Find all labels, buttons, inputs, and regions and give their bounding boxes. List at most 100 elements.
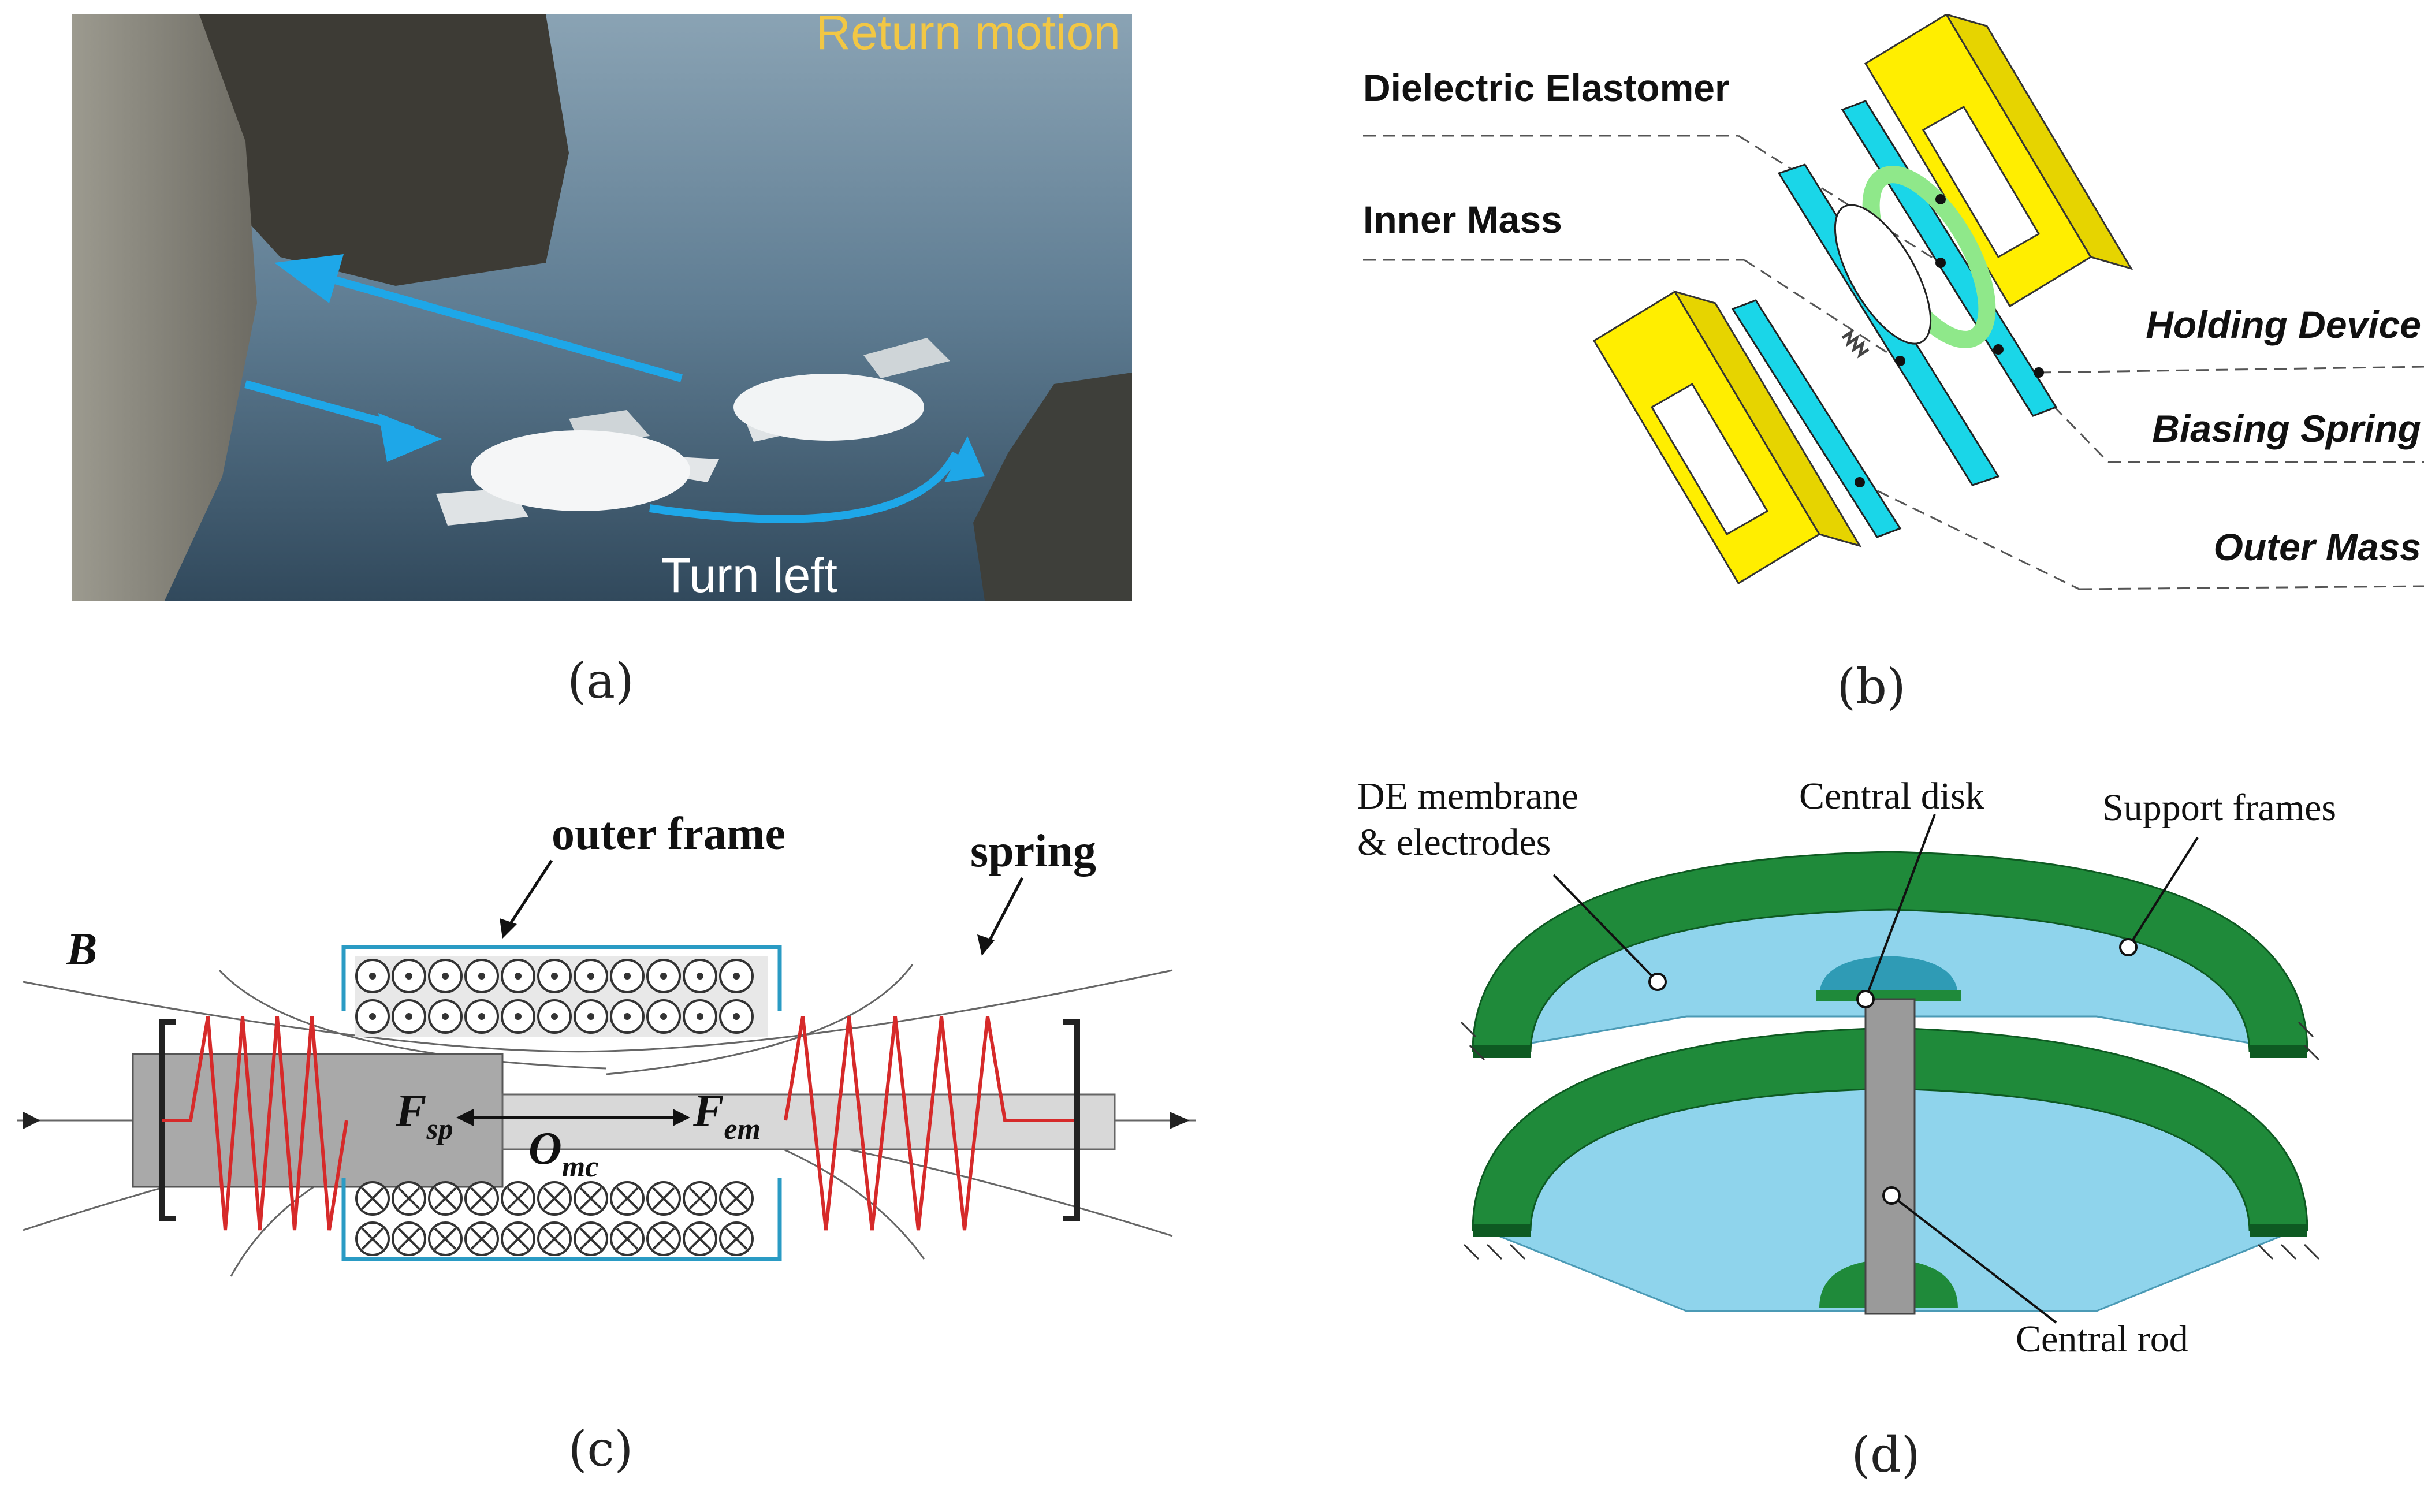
coil-cross (652, 1187, 675, 1210)
label-dielectric-elastomer: Dielectric Elastomer (1363, 66, 1730, 109)
coil-cross (397, 1187, 420, 1210)
bracket-right (1063, 1019, 1080, 1221)
coil-cross (725, 1187, 748, 1210)
panel-a-scene: Return motion Turn left (72, 14, 1132, 601)
caption-d: (d) (1851, 1427, 1920, 1483)
panel-b-exploded-view: Dielectric Elastomer Inner Mass Holding … (1363, 14, 2424, 590)
label-holding-device: Holding Device (2146, 303, 2421, 346)
coil-cross (543, 1187, 566, 1210)
coil-cross (688, 1187, 712, 1210)
coil-cross (361, 1227, 384, 1250)
robot-fish-front (436, 410, 719, 526)
label-outer-frame: outer frame (552, 809, 785, 859)
coil-dot (660, 1013, 667, 1020)
coil-dot (733, 1013, 740, 1020)
axis-arrow-right (1170, 1112, 1190, 1129)
base-plate-left-bottom (1473, 1224, 1531, 1237)
panel-a-photo: Return motion Turn left (72, 14, 1132, 601)
spring-left (162, 1016, 348, 1231)
coil-dot (478, 973, 485, 980)
ground-hatching (1460, 1021, 2320, 1260)
coil-cross (470, 1187, 493, 1210)
label-turn-left: Turn left (661, 548, 837, 601)
coil-dot (551, 1013, 558, 1020)
arrow-head-return (274, 254, 344, 303)
coil-dot (660, 973, 667, 980)
axis-arrow-left (23, 1112, 40, 1129)
label-spring: spring (970, 826, 1096, 877)
label-inner-mass: Inner Mass (1363, 198, 1562, 241)
leader-outer-frame-head (500, 918, 517, 939)
coil-cross (397, 1227, 420, 1250)
de-hole (1834, 204, 1932, 345)
base-plate-right-top (2250, 1045, 2307, 1058)
panel-b-diagram: Dielectric Elastomer Inner Mass Holding … (1346, 14, 2424, 609)
coil-cross (579, 1187, 602, 1210)
base-plate-left-top (1473, 1045, 1531, 1058)
leader-outer-frame (507, 859, 553, 928)
base-plate-right-bottom (2250, 1224, 2307, 1237)
outer-frame-bottom (341, 1178, 782, 1261)
marker-dots (1855, 194, 2044, 487)
force-sp-head (456, 1109, 474, 1126)
central-disk-top (1819, 956, 1958, 996)
coil-cross (579, 1227, 602, 1250)
outer-mass-front (1592, 290, 1862, 585)
label-de-membrane-line2: & electrodes (1357, 821, 1551, 863)
coil-dot (697, 973, 703, 980)
spring-right (784, 1016, 1074, 1231)
coil-dot (369, 1013, 376, 1020)
coil-dot (587, 973, 594, 980)
leader-spring (986, 877, 1024, 945)
label-outer-mass: Outer Mass (2214, 526, 2421, 568)
coil-cross (688, 1227, 712, 1250)
label-support-frames: Support frames (2102, 787, 2336, 829)
label-central-disk: Central disk (1799, 775, 1984, 817)
central-rod (1864, 998, 1916, 1315)
coil-cross (507, 1187, 530, 1210)
coil-dot (624, 1013, 631, 1020)
support-frame-bottom (1472, 1027, 2308, 1231)
support-frame-top (1472, 851, 2308, 1052)
leader-dots (1648, 938, 2138, 1205)
caption-a: (a) (567, 653, 634, 709)
label-f-em: Fem (692, 1086, 761, 1146)
outer-mass-rear (1864, 14, 2133, 308)
coil-top-current-out (355, 959, 754, 1034)
coil-bottom-current-in (355, 1181, 754, 1256)
outer-frame-top (341, 945, 782, 1011)
label-f-sp: Fsp (395, 1086, 453, 1146)
coil-cross (652, 1227, 675, 1250)
cliff-rock (176, 14, 569, 286)
coil-dot (442, 973, 449, 980)
coil-cross (434, 1187, 457, 1210)
coil-dot (697, 1013, 703, 1020)
arrow-head-turn (944, 436, 985, 482)
coil-dot (405, 1013, 412, 1020)
label-leaders (1552, 814, 2199, 1324)
coil-cross (434, 1227, 457, 1250)
label-de-membrane-line1: DE membrane (1357, 775, 1578, 817)
label-return-motion: Return motion (816, 14, 1120, 59)
panel-c-diagram: B Fsp Fem Omc outer frame spring (12, 780, 1201, 1299)
coil-cross (543, 1227, 566, 1250)
coil-dot (624, 973, 631, 980)
coil-dot (478, 1013, 485, 1020)
robot-fish-rear (733, 338, 950, 442)
coil-dot (405, 973, 412, 980)
coil-dot (515, 973, 522, 980)
coil-cross (616, 1187, 639, 1210)
label-o-mc: Omc (528, 1123, 598, 1183)
panel-d-cross-section: DE membrane & electrodes Central disk Su… (1357, 775, 2336, 1360)
coil-cross (616, 1227, 639, 1250)
force-em-head (673, 1109, 690, 1126)
label-biasing-spring: Biasing Spring (2152, 407, 2421, 450)
coil-dot (442, 1013, 449, 1020)
panel-c-schematic: B Fsp Fem Omc outer frame spring (17, 809, 1196, 1277)
label-central-rod: Central rod (2016, 1318, 2188, 1360)
coil-cross (361, 1187, 384, 1210)
caption-b: (b) (1837, 658, 1906, 715)
coil-dot (587, 1013, 594, 1020)
coil-dot (515, 1013, 522, 1020)
biasing-spring (1841, 329, 1870, 359)
